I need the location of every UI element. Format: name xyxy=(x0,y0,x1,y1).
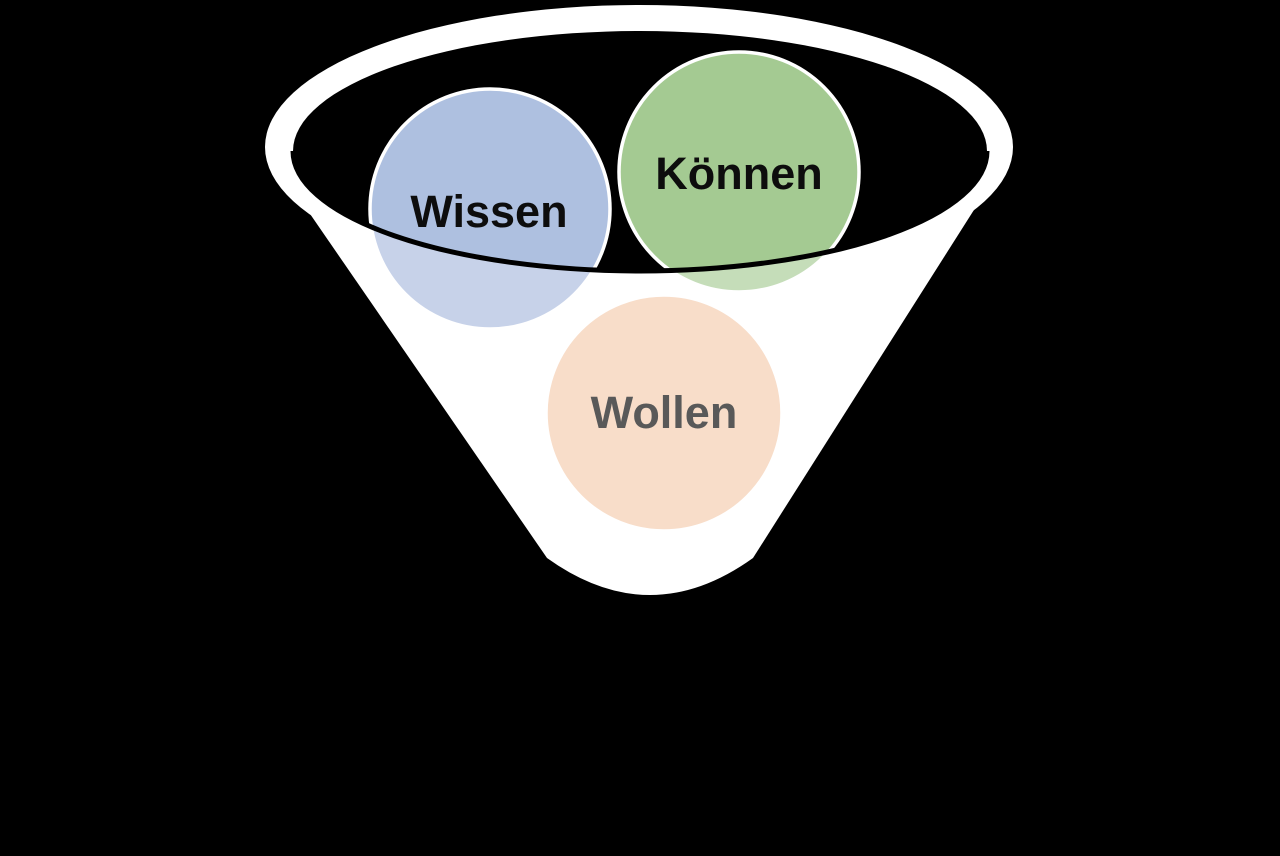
koennen-circle-outline xyxy=(617,50,861,294)
wollen-circle-body-part xyxy=(546,295,782,531)
wollen-circle xyxy=(544,293,784,533)
koennen-circle-mouth-part xyxy=(619,52,859,271)
wollen-label: Wollen xyxy=(591,387,738,438)
funnel-rim-front-edge xyxy=(290,150,990,274)
wissen-circle-outline xyxy=(368,87,612,331)
koennen-circle xyxy=(617,50,861,294)
wissen-label: Wissen xyxy=(410,186,567,237)
koennen-label: Können xyxy=(655,148,822,199)
wollen-circle-outline xyxy=(544,293,784,533)
